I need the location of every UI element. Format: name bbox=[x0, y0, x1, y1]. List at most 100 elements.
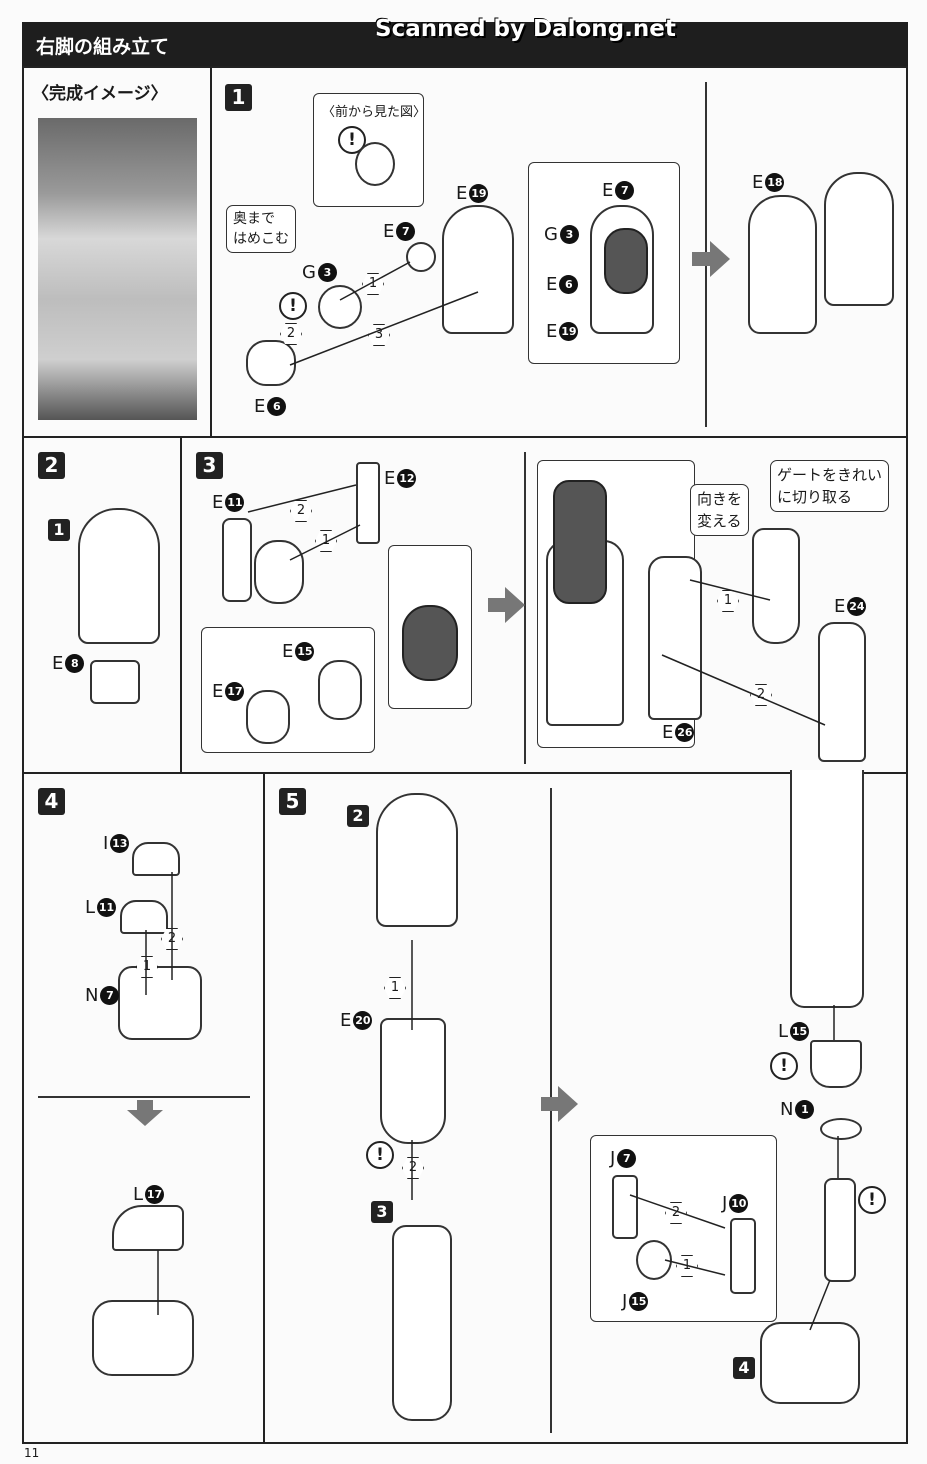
next-arrow bbox=[541, 1097, 559, 1111]
push-in-callout: 奥まで はめこむ bbox=[226, 205, 296, 253]
order-marker: 2 bbox=[750, 684, 772, 706]
guide-line bbox=[664, 1259, 726, 1276]
step-number: 2 bbox=[38, 452, 65, 479]
warning-icon: ! bbox=[858, 1186, 886, 1214]
assembled-part bbox=[376, 793, 458, 927]
part-n1 bbox=[820, 1118, 862, 1140]
warning-icon: ! bbox=[338, 126, 366, 154]
sub-step-number: 1 bbox=[48, 519, 70, 541]
part-n7 bbox=[118, 966, 202, 1040]
part-shape bbox=[553, 480, 607, 604]
sub-step-number: 3 bbox=[371, 1201, 393, 1223]
page-number: 11 bbox=[24, 1446, 40, 1460]
next-arrow-head bbox=[558, 1086, 578, 1122]
assembled-part bbox=[824, 172, 894, 306]
ankle-joint bbox=[824, 1178, 856, 1282]
warning-icon: ! bbox=[770, 1052, 798, 1080]
part-e15 bbox=[318, 660, 362, 720]
part-i13 bbox=[132, 842, 180, 876]
part-shape bbox=[402, 605, 458, 681]
guide-line bbox=[689, 579, 771, 601]
order-marker: 2 bbox=[665, 1202, 687, 1224]
order-marker: 1 bbox=[717, 590, 739, 612]
step-number: 1 bbox=[225, 84, 252, 111]
guide-line bbox=[629, 1194, 726, 1229]
order-marker: 2 bbox=[402, 1157, 424, 1179]
part-shape bbox=[254, 540, 304, 604]
assembled-part bbox=[78, 508, 160, 644]
part-shape bbox=[355, 142, 395, 186]
part-j7 bbox=[612, 1175, 638, 1239]
part-e20 bbox=[380, 1018, 446, 1144]
front-view-callout bbox=[313, 93, 424, 207]
next-arrow bbox=[692, 252, 710, 266]
shoe-assembly bbox=[92, 1300, 194, 1376]
warning-icon: ! bbox=[279, 292, 307, 320]
guide-line bbox=[661, 654, 826, 726]
step-number: 3 bbox=[196, 452, 223, 479]
part-g3 bbox=[318, 285, 362, 329]
order-marker: 1 bbox=[384, 977, 406, 999]
guide-line bbox=[339, 261, 411, 301]
next-arrow bbox=[488, 598, 506, 612]
header-bar bbox=[22, 22, 908, 67]
part-e8 bbox=[90, 660, 140, 704]
order-marker: 2 bbox=[280, 323, 302, 345]
completed-image bbox=[38, 118, 197, 420]
section-title: 右脚の組み立て bbox=[36, 36, 170, 58]
part-l17 bbox=[112, 1205, 184, 1251]
part-e6 bbox=[604, 228, 648, 294]
callout-line: 奥まで bbox=[233, 211, 275, 227]
order-marker: 1 bbox=[315, 530, 337, 552]
part-l15 bbox=[810, 1040, 862, 1088]
step-number: 4 bbox=[38, 788, 65, 815]
part-l11 bbox=[120, 900, 168, 934]
part-e18 bbox=[748, 195, 817, 334]
leg-part bbox=[392, 1225, 452, 1421]
order-marker: 1 bbox=[136, 956, 158, 978]
callout-line: はめこむ bbox=[233, 231, 289, 247]
watermark: Scanned by Dalong.net bbox=[375, 16, 676, 42]
cut-gate-callout: ゲートをきれい に切り取る bbox=[770, 460, 890, 512]
callout-line: 向きを bbox=[697, 490, 743, 508]
change-direction-callout: 向きを 変える bbox=[690, 484, 750, 536]
part-j10 bbox=[730, 1218, 756, 1294]
shoe-assembly bbox=[760, 1322, 860, 1404]
warning-icon: ! bbox=[366, 1141, 394, 1169]
guide-line bbox=[289, 524, 361, 561]
part-e6 bbox=[246, 340, 296, 386]
callout-line: ゲートをきれい bbox=[777, 466, 883, 484]
guide-line bbox=[809, 1279, 831, 1331]
order-marker: 2 bbox=[290, 500, 312, 522]
step-number: 5 bbox=[279, 788, 306, 815]
part-e7 bbox=[406, 242, 436, 272]
guide-line bbox=[289, 291, 479, 366]
down-arrow bbox=[137, 1100, 153, 1110]
callout-line: に切り取る bbox=[777, 488, 853, 506]
order-marker: 3 bbox=[368, 324, 390, 346]
part-e11 bbox=[752, 528, 800, 644]
part-e17 bbox=[246, 690, 290, 744]
step5-panel bbox=[263, 772, 908, 1444]
